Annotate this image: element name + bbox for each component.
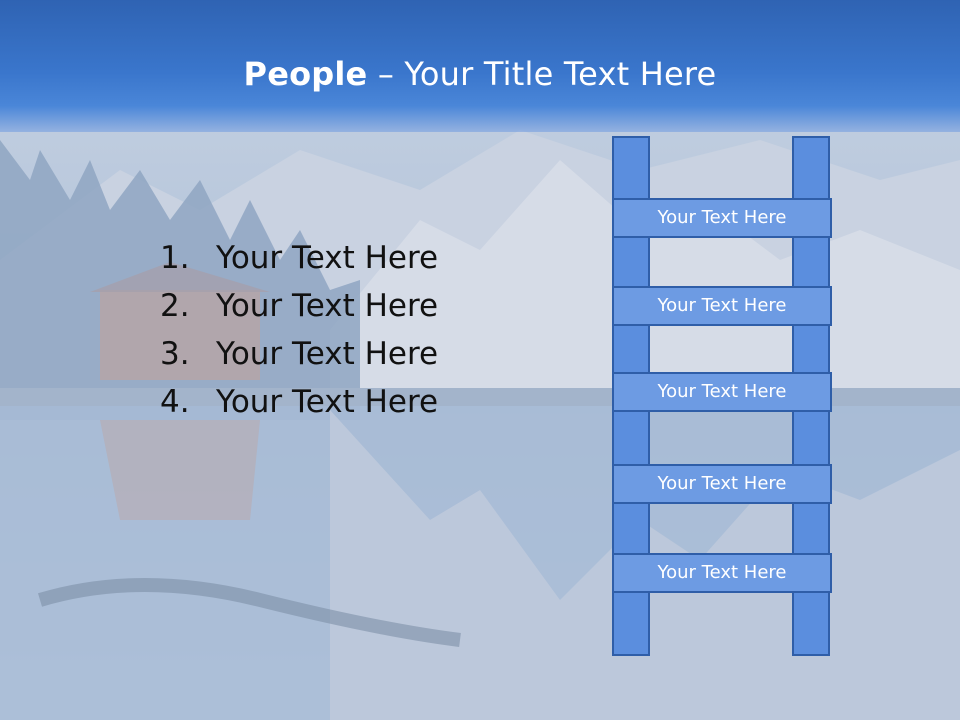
title-banner [0,0,960,132]
list-item-number: 2. [160,288,190,324]
list-item: 4. Your Text Here [160,378,438,426]
list-item-text: Your Text Here [216,384,439,420]
slide-title: People – Your Title Text Here [0,52,960,96]
ladder-rung-5: Your Text Here [612,553,832,593]
list-item: 1. Your Text Here [160,234,438,282]
ladder-rung-1: Your Text Here [612,198,832,238]
list-item: 2. Your Text Here [160,282,438,330]
list-item-text: Your Text Here [216,240,439,276]
list-item-number: 4. [160,384,190,420]
list-item-text: Your Text Here [216,336,439,372]
ladder-rung-4: Your Text Here [612,464,832,504]
numbered-list: 1. Your Text Here 2. Your Text Here 3. Y… [160,234,438,426]
title-rest-text: – Your Title Text Here [367,55,717,93]
list-item-number: 3. [160,336,190,372]
ladder-rung-2: Your Text Here [612,286,832,326]
ladder-rung-3: Your Text Here [612,372,832,412]
list-item-number: 1. [160,240,190,276]
title-bold-text: People [243,55,368,93]
list-item: 3. Your Text Here [160,330,438,378]
list-item-text: Your Text Here [216,288,439,324]
